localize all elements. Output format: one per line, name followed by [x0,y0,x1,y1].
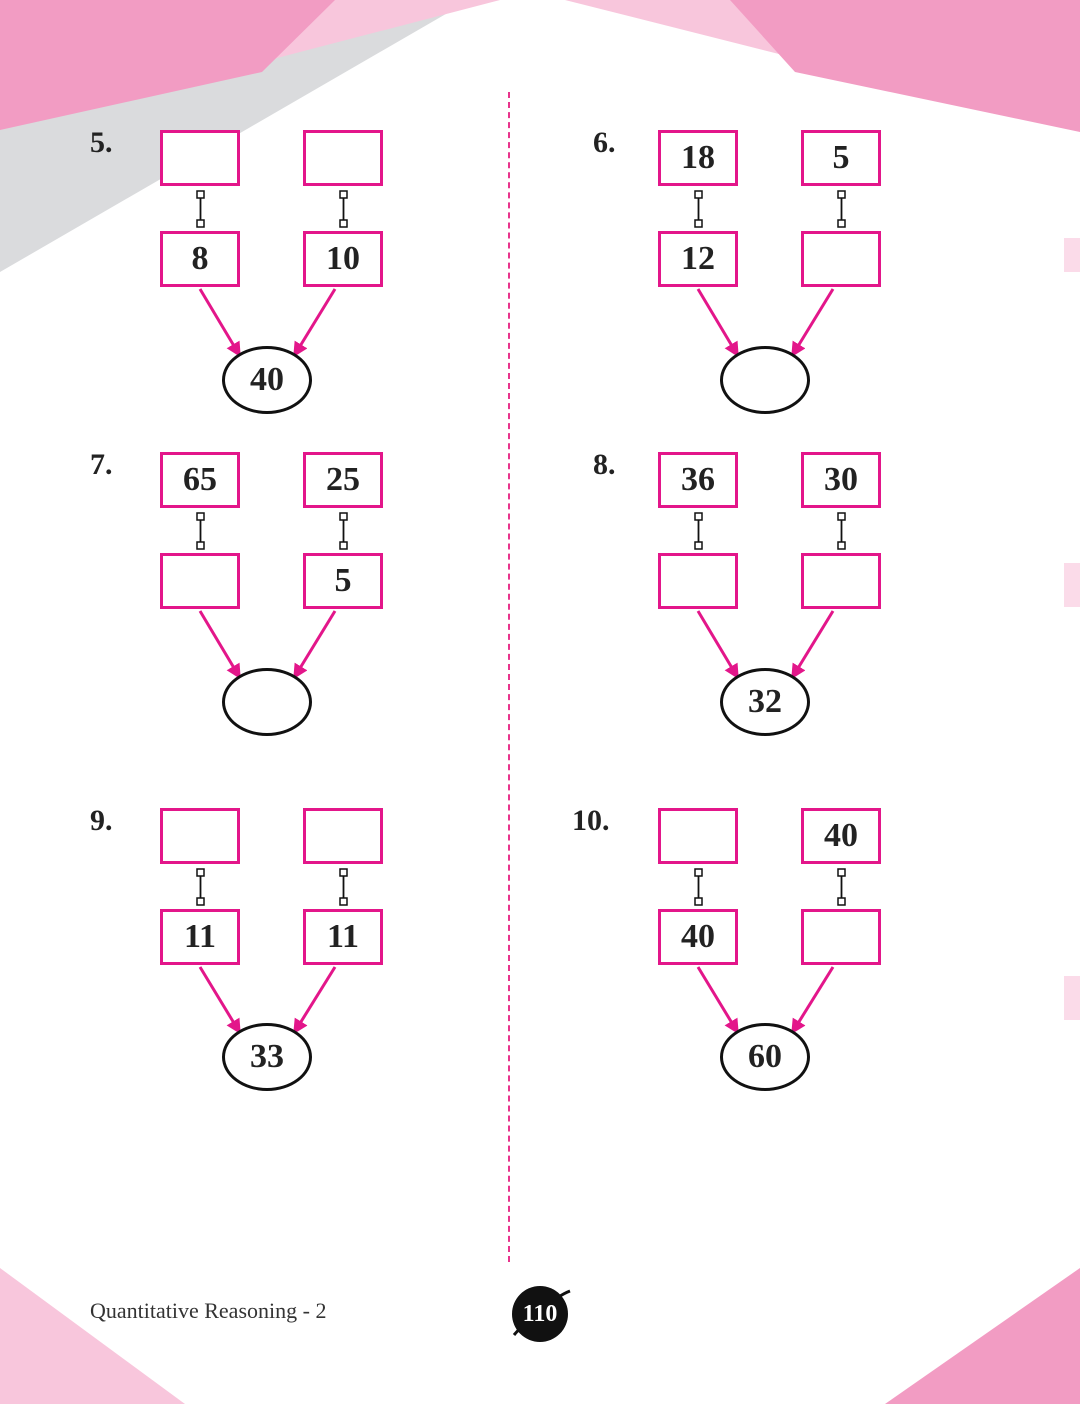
top-right-box: 5 [801,130,881,186]
link-connector [339,868,348,906]
result-oval: 33 [222,1023,312,1091]
bottom-right-box[interactable] [801,553,881,609]
top-right-box[interactable] [303,130,383,186]
result-oval[interactable] [720,346,810,414]
question-number: 5. [90,126,113,159]
link-connector [339,190,348,228]
bottom-left-box: 40 [658,909,738,965]
top-left-box[interactable] [160,130,240,186]
result-oval: 40 [222,346,312,414]
bottom-left-box: 8 [160,231,240,287]
bottom-right-box: 10 [303,231,383,287]
top-left-box: 65 [160,452,240,508]
question-number: 7. [90,448,113,481]
bottom-right-box[interactable] [801,231,881,287]
result-oval: 32 [720,668,810,736]
link-connector [339,512,348,550]
result-oval: 60 [720,1023,810,1091]
bottom-left-box[interactable] [658,553,738,609]
link-connector [694,868,703,906]
top-right-box: 25 [303,452,383,508]
top-left-box[interactable] [658,808,738,864]
bottom-left-box: 12 [658,231,738,287]
top-right-box: 40 [801,808,881,864]
bottom-left-box[interactable] [160,553,240,609]
page-badge-icon [512,1286,571,1342]
question-number: 9. [90,804,113,837]
result-oval[interactable] [222,668,312,736]
link-connector [837,868,846,906]
link-connector [694,190,703,228]
question-number: 10. [572,804,610,837]
link-connector [837,512,846,550]
top-right-box[interactable] [303,808,383,864]
top-left-box: 18 [658,130,738,186]
bottom-right-box[interactable] [801,909,881,965]
link-connector [196,868,205,906]
bottom-right-box: 11 [303,909,383,965]
top-right-box: 30 [801,452,881,508]
top-left-box[interactable] [160,808,240,864]
link-connector [837,190,846,228]
top-left-box: 36 [658,452,738,508]
question-number: 8. [593,448,616,481]
link-connector [196,512,205,550]
link-connector [196,190,205,228]
bottom-right-box: 5 [303,553,383,609]
page-number: 110 [522,1300,558,1327]
column-divider [508,92,510,1262]
bottom-left-box: 11 [160,909,240,965]
link-connector [694,512,703,550]
footer-title: Quantitative Reasoning - 2 [90,1298,327,1323]
question-number: 6. [593,126,616,159]
